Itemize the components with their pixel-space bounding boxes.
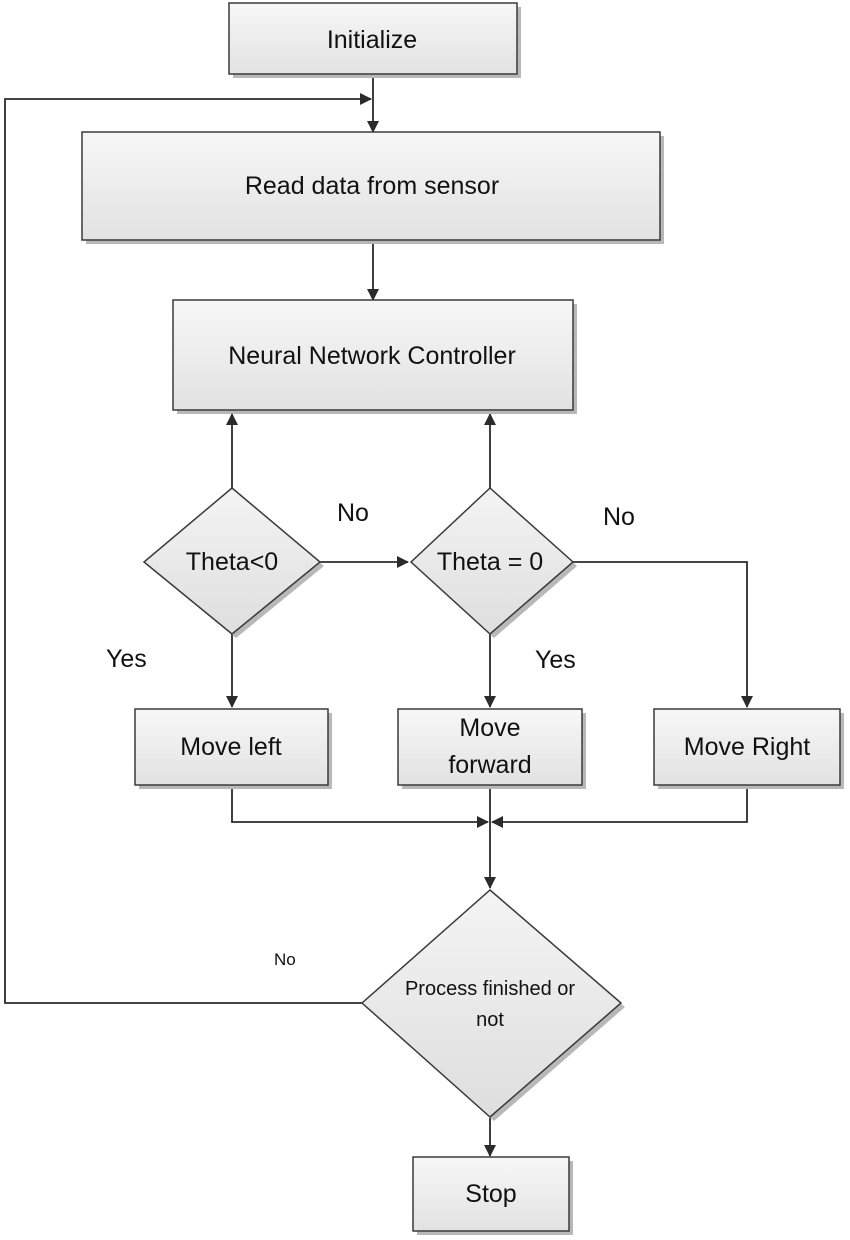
arrow-move-right-to-merge — [491, 786, 748, 828]
edge-label-yes-theta-lt: Yes — [106, 645, 147, 673]
read-sensor-label: Read data from sensor — [245, 172, 499, 200]
move-forward-label-line2: forward — [448, 751, 531, 779]
move-forward-label-line1: Move — [459, 714, 520, 742]
arrow-theta-eq-no — [573, 561, 753, 708]
nn-controller-node: Neural Network Controller — [172, 299, 577, 414]
edge-label-no-theta-lt: No — [337, 499, 369, 527]
edge-label-no-loop: No — [274, 950, 296, 969]
move-right-node: Move Right — [653, 708, 844, 789]
stop-label: Stop — [465, 1180, 516, 1208]
initialize-label: Initialize — [327, 26, 417, 54]
theta-eq-zero-label: Theta = 0 — [437, 548, 543, 576]
process-finished-decision: Process finished or not — [360, 889, 625, 1121]
arrow-loop-no — [4, 93, 372, 1004]
edge-label-yes-theta-eq: Yes — [535, 646, 576, 674]
edge-label-no-theta-eq: No — [603, 503, 635, 531]
move-right-label: Move Right — [684, 733, 810, 761]
process-finished-label-line2: not — [476, 1009, 504, 1031]
nn-controller-label: Neural Network Controller — [228, 342, 516, 370]
theta-eq-zero-decision: Theta = 0 — [409, 486, 577, 638]
move-forward-node: Move forward — [397, 708, 586, 789]
theta-lt-zero-decision: Theta<0 — [142, 487, 324, 638]
edge-labels: No No Yes Yes No — [106, 499, 635, 969]
arrow-move-left-to-merge — [231, 786, 489, 828]
stop-node: Stop — [412, 1156, 573, 1235]
connectors — [4, 78, 753, 1157]
read-sensor-node: Read data from sensor — [81, 131, 664, 244]
theta-lt-zero-label: Theta<0 — [186, 548, 278, 576]
process-finished-label-line1: Process finished or — [405, 978, 575, 1000]
move-left-label: Move left — [180, 733, 281, 761]
initialize-node: Initialize — [228, 2, 521, 78]
move-left-node: Move left — [134, 708, 332, 789]
